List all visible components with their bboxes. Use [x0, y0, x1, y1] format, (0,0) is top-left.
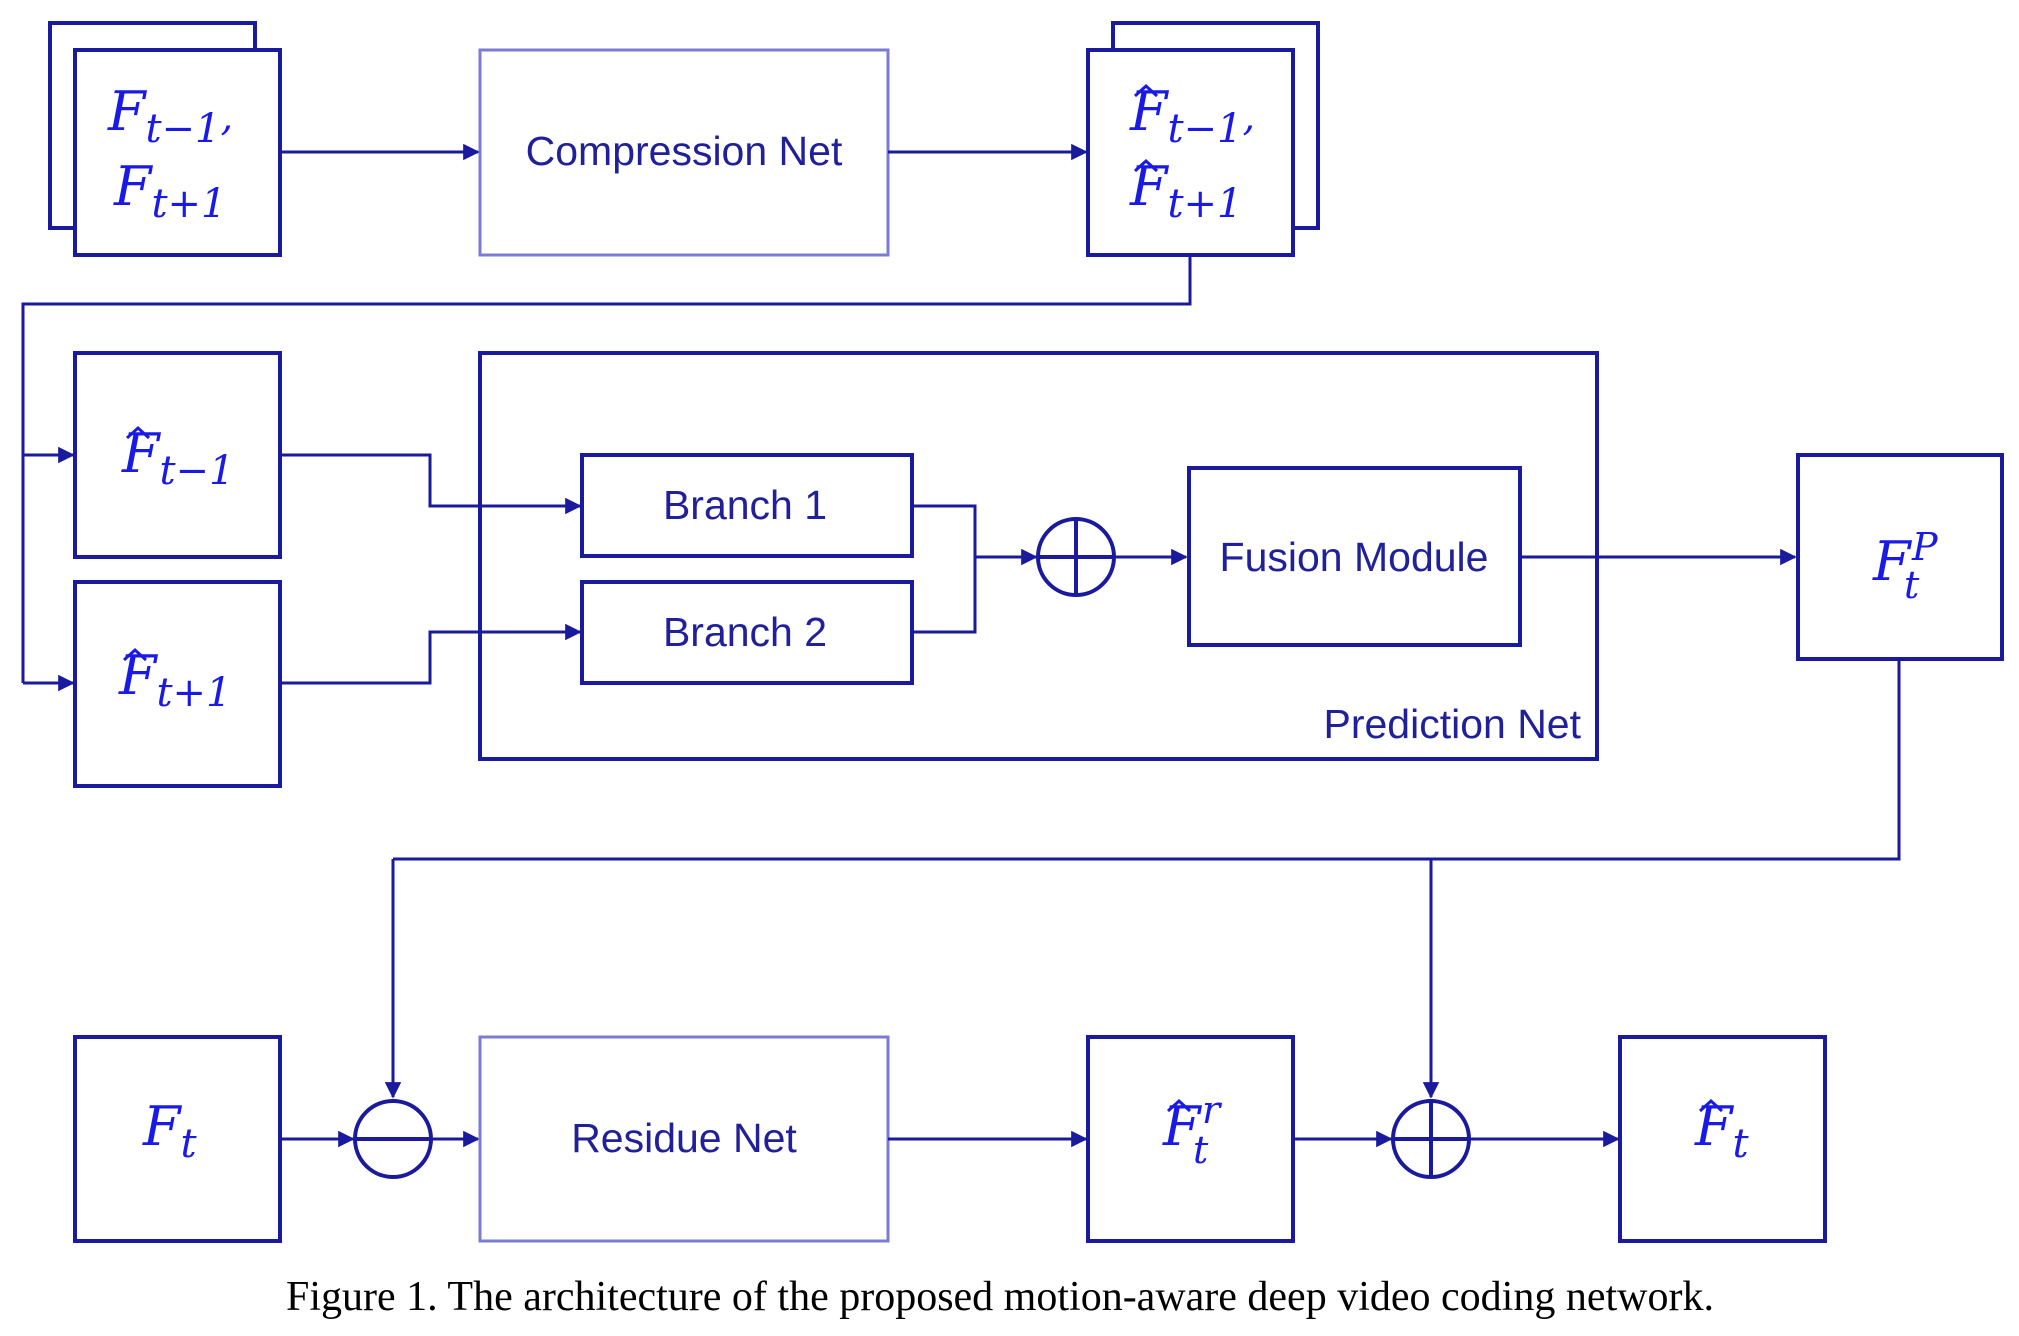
input-frames-stack: Ft−1, Ft+1 [48, 21, 282, 257]
frame-hat-t-plus-1-box: Ft+1 [73, 580, 282, 788]
plus-operator-prediction [1036, 517, 1116, 597]
svg-text:Ft−1: Ft−1 [121, 422, 235, 494]
svg-text:Branch 1: Branch 1 [663, 482, 827, 528]
svg-text:Fusion Module: Fusion Module [1220, 534, 1489, 580]
residue-net-box: Residue Net [478, 1035, 890, 1243]
predicted-frame-box: F t P [1796, 453, 2004, 661]
reconstructed-residual-box: F t r [1086, 1035, 1295, 1243]
minus-operator [353, 1099, 433, 1179]
svg-text:Ft: Ft [142, 1095, 197, 1167]
frame-hat-t-minus-1-box: Ft−1 [73, 351, 282, 559]
reconstructed-frame-box: Ft [1618, 1035, 1827, 1243]
svg-text:t: t [1904, 563, 1920, 607]
svg-text:t: t [1193, 1128, 1209, 1172]
arrow-hat-t-minus-1-to-branch-1 [280, 453, 582, 515]
figure-caption: Figure 1. The architecture of the propos… [286, 1274, 1714, 1320]
compression-net-box: Compression Net [478, 48, 890, 257]
branch-2-box: Branch 2 [580, 580, 914, 685]
prediction-net-label: Prediction Net [1323, 701, 1581, 747]
svg-text:Ft+1: Ft+1 [113, 155, 227, 227]
connector-compressed-to-left [21, 255, 1192, 683]
svg-text:F: F [1872, 530, 1913, 593]
compression-net-label: Compression Net [526, 128, 843, 174]
fusion-module-box: Fusion Module [1187, 466, 1522, 647]
svg-text:r: r [1202, 1088, 1223, 1132]
current-frame-box: Ft [73, 1035, 282, 1243]
compressed-frames-stack: Ft−1, Ft+1 [1086, 21, 1320, 257]
hat-frame-t-minus-1: Ft−1, [1129, 80, 1255, 152]
svg-text:Branch 2: Branch 2 [663, 609, 827, 655]
plus-operator-reconstruction [1391, 1099, 1471, 1179]
connector-prediction-down [393, 659, 1901, 861]
arrow-hat-t-plus-1-to-branch-2 [280, 623, 582, 685]
branch-1-box: Branch 1 [580, 453, 914, 558]
hat-frame-t-plus-1: Ft+1 [1129, 155, 1243, 227]
connector-branch-1-merge [912, 504, 977, 634]
residue-net-label: Residue Net [571, 1115, 797, 1161]
svg-text:P: P [1911, 525, 1939, 569]
svg-text:Ft−1,: Ft−1, [107, 80, 233, 152]
